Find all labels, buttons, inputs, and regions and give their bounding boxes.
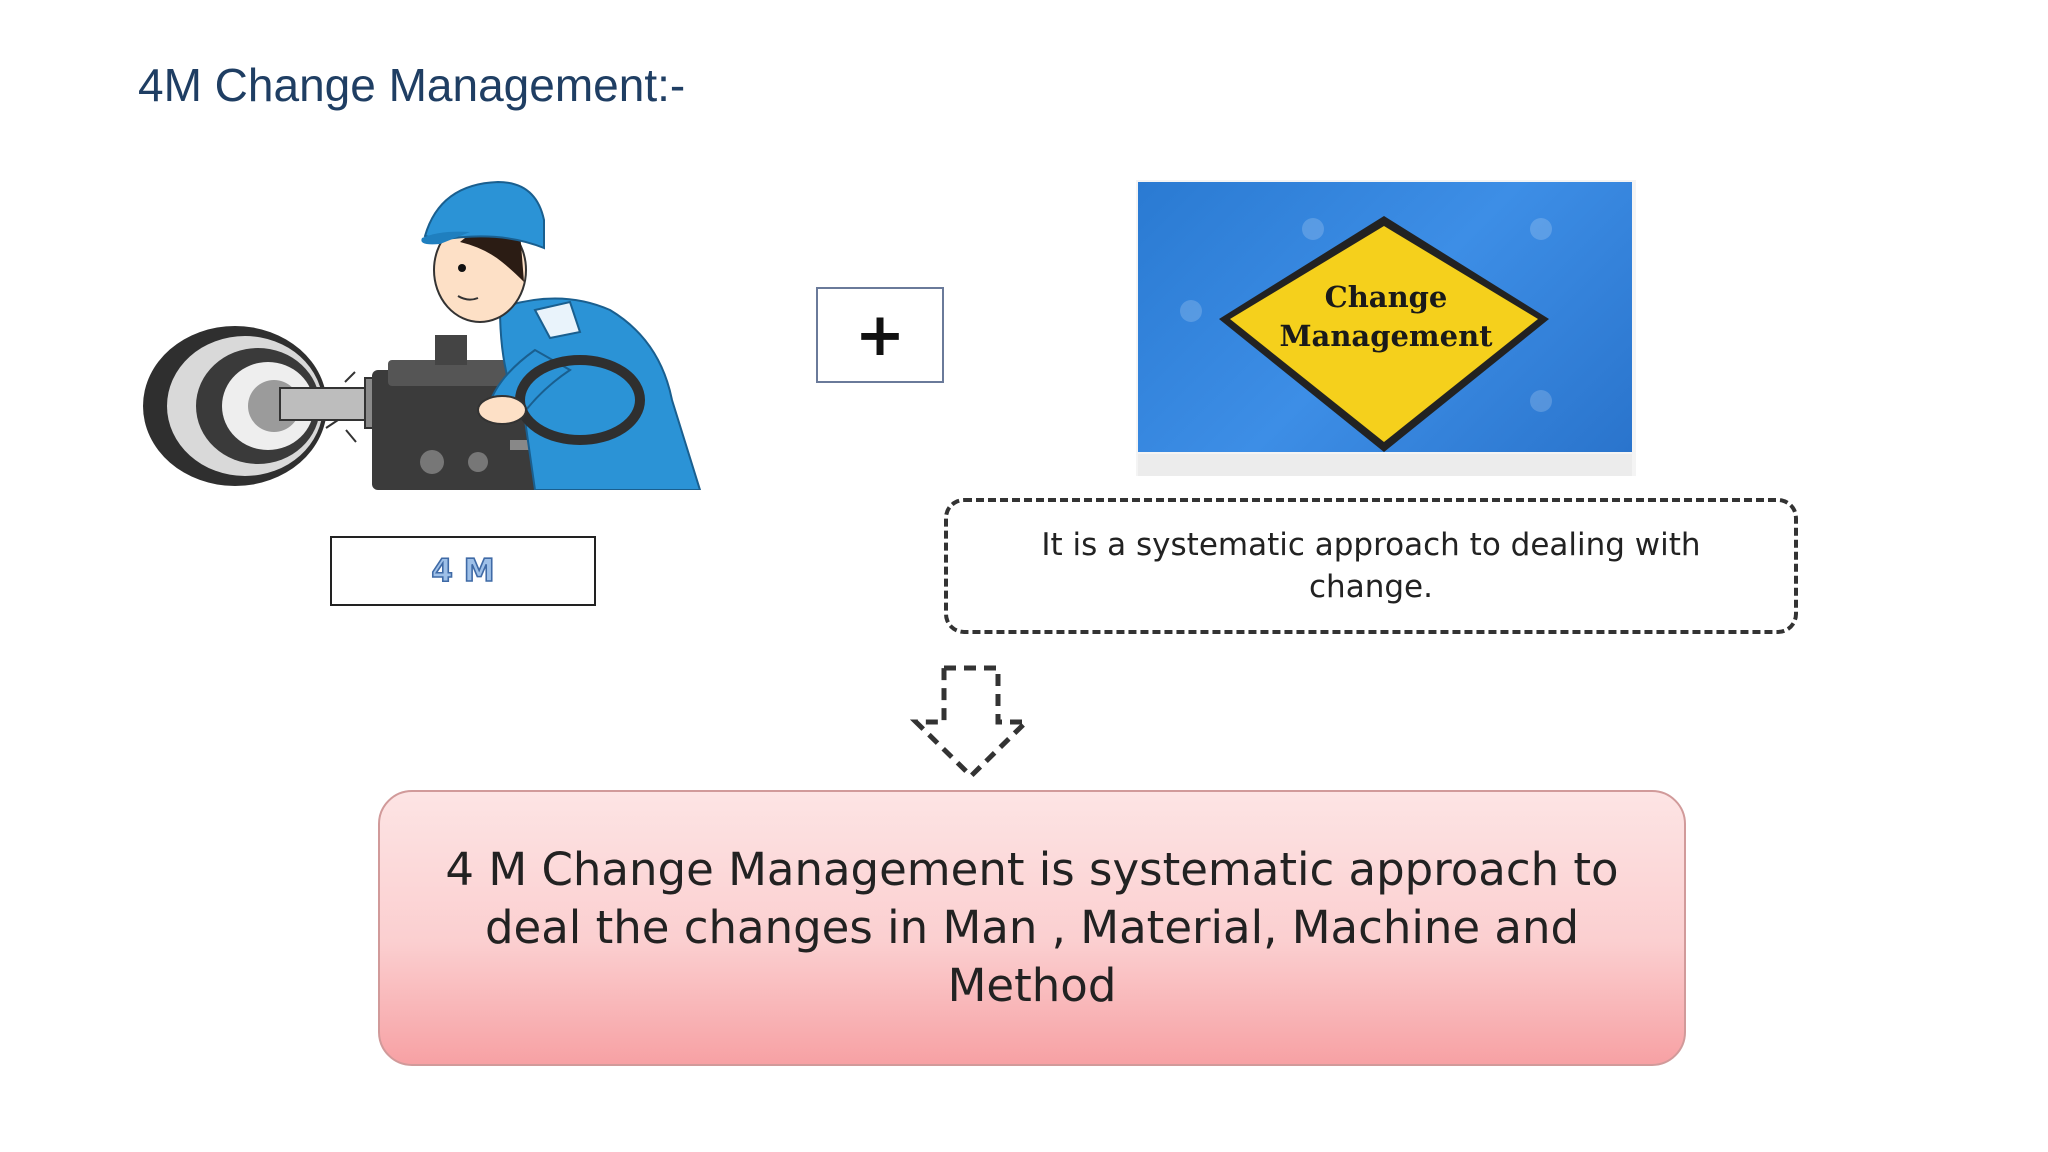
down-arrow-icon (909, 665, 1033, 780)
change-management-sign-image: Change Management (1136, 180, 1636, 476)
summary-box: 4 M Change Management is systematic appr… (378, 790, 1686, 1066)
worker-lathe-illustration (143, 180, 702, 490)
sign-text-line1: Change (1324, 280, 1448, 314)
slide-title: 4M Change Management:- (138, 59, 686, 111)
4m-label-box: 4 M (330, 536, 596, 606)
plus-box: + (816, 287, 944, 383)
definition-callout: It is a systematic approach to dealing w… (944, 498, 1798, 634)
sign-text-line2: Management (1279, 319, 1493, 353)
